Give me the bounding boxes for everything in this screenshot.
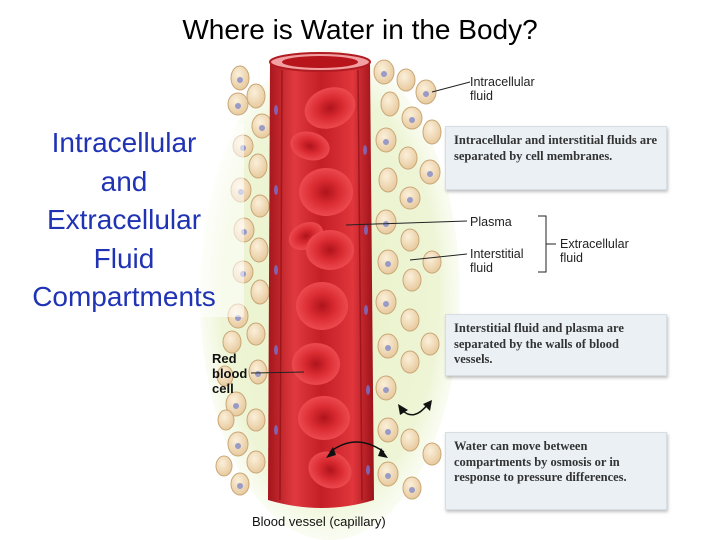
info-box-water-movement: Water can move between compartments by o…	[445, 432, 667, 510]
label-line: blood	[212, 366, 248, 381]
label-line: fluid	[470, 89, 493, 103]
interstitial-fluid-label: Interstitial fluid	[470, 247, 524, 275]
arrowheads	[326, 400, 432, 458]
leader-lines	[250, 81, 556, 374]
label-line: fluid	[560, 251, 583, 265]
subtitle-line: and	[100, 165, 148, 197]
red-blood-cell-label: Red blood cell	[212, 351, 247, 396]
subtitle-line: Extracellular	[46, 204, 202, 235]
tissue-cells	[215, 59, 442, 500]
diagram-subtitle: Intracellular and Extracellular Fluid Co…	[4, 124, 244, 317]
page-title: Where is Water in the Body?	[182, 14, 538, 45]
label-line: Extracellular	[560, 237, 629, 251]
label-line: Interstitial	[470, 247, 524, 261]
red-blood-cells	[288, 87, 356, 489]
subtitle-line: Compartments	[32, 281, 216, 312]
extracellular-fluid-label: Extracellular fluid	[560, 237, 629, 265]
vessel-caption: Blood vessel (capillary)	[252, 514, 386, 529]
intracellular-fluid-label: Intracellular fluid	[470, 75, 535, 103]
label-line: Red	[212, 351, 237, 366]
info-box-cell-membranes: Intracellular and interstitial fluids ar…	[445, 126, 667, 190]
plasma-label: Plasma	[470, 215, 512, 229]
subtitle-line: Intracellular	[51, 127, 197, 158]
subtitle-line: Fluid	[93, 242, 155, 274]
label-line: fluid	[470, 261, 493, 275]
label-line: Intracellular	[470, 75, 535, 89]
label-line: cell	[212, 381, 234, 396]
info-box-vessel-walls: Interstitial fluid and plasma are separa…	[445, 314, 667, 376]
